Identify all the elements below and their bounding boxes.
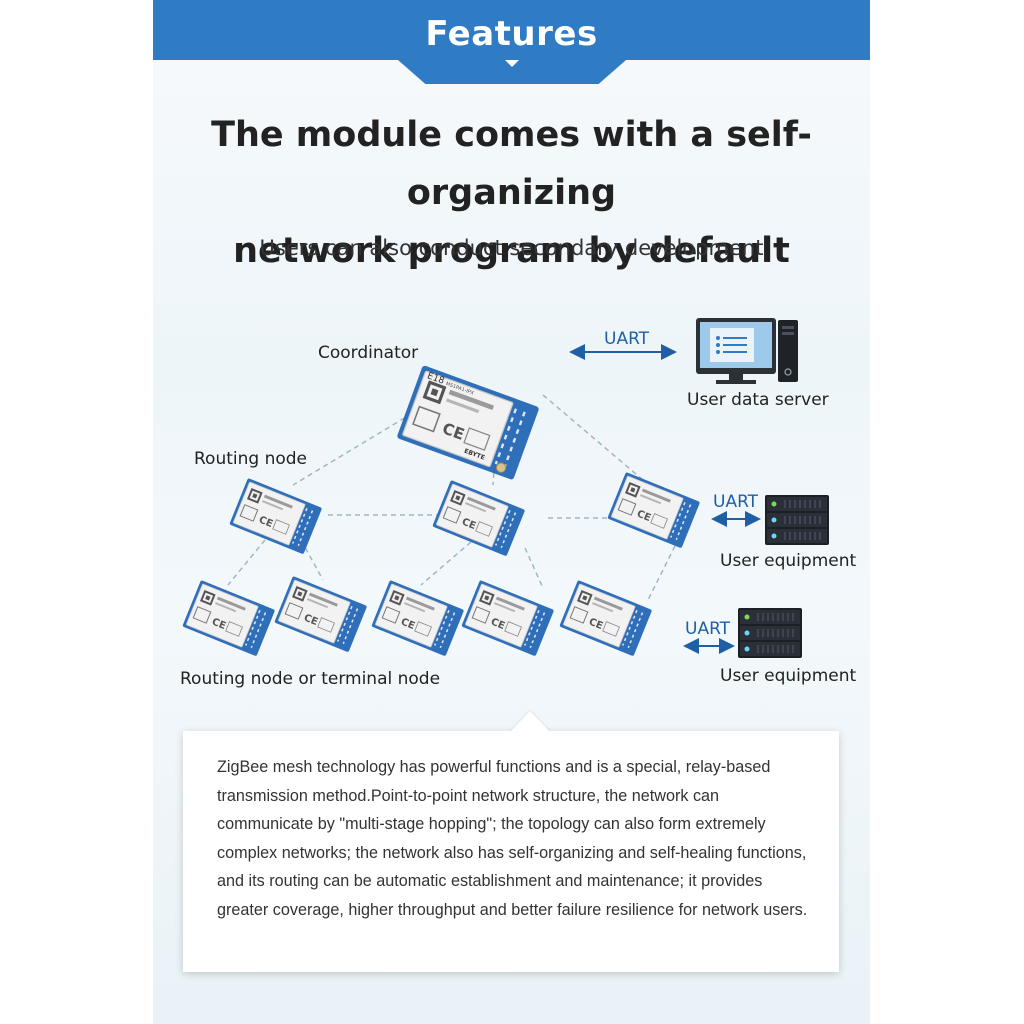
equipment-label-2: User equipment bbox=[720, 666, 857, 686]
description-box-notch bbox=[510, 711, 550, 732]
antenna-connector-icon bbox=[495, 462, 507, 473]
coordinator-label: Coordinator bbox=[318, 343, 419, 363]
link-router-left-node-2 bbox=[300, 539, 324, 581]
routing-node-label: Routing node bbox=[194, 449, 308, 469]
server-computer-icon bbox=[696, 318, 798, 384]
description-box: ZigBee mesh technology has powerful func… bbox=[183, 731, 839, 972]
uart-label-equipment-1: UART bbox=[713, 492, 759, 512]
user-equipment-rack-1 bbox=[764, 494, 830, 546]
subheadline: Users can also conduct secondary develop… bbox=[259, 236, 764, 260]
description-text: ZigBee mesh technology has powerful func… bbox=[217, 758, 808, 919]
server-label: User data server bbox=[687, 390, 829, 410]
network-diagram: CE bbox=[153, 290, 870, 700]
link-coordinator-router-right bbox=[542, 394, 644, 481]
link-router-center-node-3 bbox=[420, 541, 472, 586]
coordinator-module: E18 MS1PA1-IPX EBYTE bbox=[395, 363, 541, 482]
terminal-node-3 bbox=[370, 579, 465, 658]
terminal-node-2 bbox=[273, 575, 368, 654]
headline: The module comes with a self-organizing … bbox=[153, 106, 870, 280]
module-model-text: E18 bbox=[426, 370, 446, 386]
terminal-node-5 bbox=[558, 579, 653, 658]
link-router-center-node-4 bbox=[524, 547, 544, 589]
routing-node-center bbox=[431, 479, 526, 558]
section-title: Features bbox=[425, 14, 598, 54]
terminal-node-1 bbox=[181, 579, 276, 658]
user-equipment-rack-2 bbox=[737, 607, 803, 659]
routing-node-left bbox=[228, 477, 323, 556]
network-diagram-svg: CE bbox=[181, 318, 830, 659]
features-panel: Features The module comes with a self-or… bbox=[153, 0, 870, 1024]
equipment-label-1: User equipment bbox=[720, 551, 857, 571]
header-bar bbox=[153, 0, 870, 60]
headline-line-1: The module comes with a self-organizing bbox=[211, 115, 812, 213]
link-router-right-node-5 bbox=[647, 545, 676, 601]
routing-node-right bbox=[606, 471, 701, 550]
terminal-node-4 bbox=[460, 579, 555, 658]
terminal-node-label: Routing node or terminal node bbox=[180, 669, 441, 689]
uart-label-equipment-2: UART bbox=[685, 619, 731, 639]
uart-label-server: UART bbox=[604, 329, 650, 349]
caret-down-icon bbox=[505, 60, 519, 67]
link-router-left-node-1 bbox=[227, 539, 266, 586]
headline-line-2: network program by default bbox=[233, 231, 790, 271]
